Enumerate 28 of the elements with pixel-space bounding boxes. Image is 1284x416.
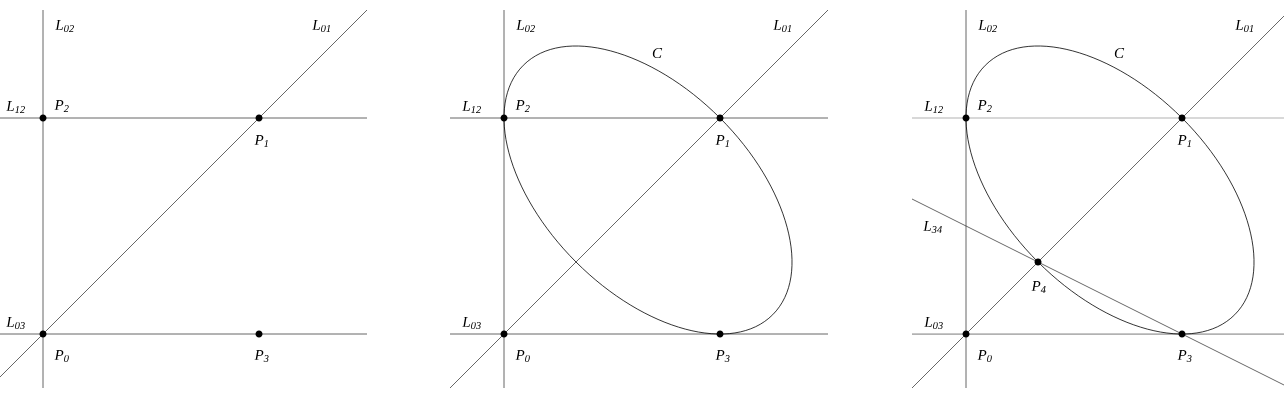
math-label: P$_{1}$: [715, 135, 729, 147]
math-label: L$_{02}$: [516, 19, 535, 33]
math-label: C: [1114, 47, 1125, 59]
math-label: L$_{01}$: [312, 19, 331, 33]
math-label: P$_{1}$: [1177, 135, 1191, 147]
math-label: L$_{12}$: [6, 101, 25, 113]
math-label: P$_{0}$: [515, 349, 530, 363]
math-label: L$_{03}$: [6, 316, 25, 330]
math-label: P$_{3}$: [715, 349, 730, 363]
math-label: P$_{0}$: [54, 349, 69, 363]
math-label: P$_{2}$: [54, 100, 69, 112]
math-label: L$_{03}$: [462, 316, 481, 330]
math-label: L$_{34}$: [923, 220, 942, 234]
math-label: P$_{4}$: [1031, 281, 1046, 293]
math-label: L$_{02}$: [978, 19, 997, 33]
math-label: L$_{12}$: [924, 101, 943, 113]
math-label: C: [652, 47, 663, 59]
math-label: P$_{2}$: [977, 100, 992, 112]
math-label: L$_{01}$: [1235, 19, 1254, 33]
math-label: P$_{2}$: [515, 100, 530, 112]
math-label: P$_{0}$: [977, 349, 992, 363]
math-label: L$_{01}$: [773, 19, 792, 33]
math-label: L$_{02}$: [55, 19, 74, 33]
math-label: L$_{12}$: [462, 101, 481, 113]
math-label: L$_{03}$: [924, 316, 943, 330]
math-label: P$_{1}$: [254, 135, 268, 147]
math-label: P$_{3}$: [254, 349, 269, 363]
math-label: P$_{3}$: [1177, 349, 1192, 363]
